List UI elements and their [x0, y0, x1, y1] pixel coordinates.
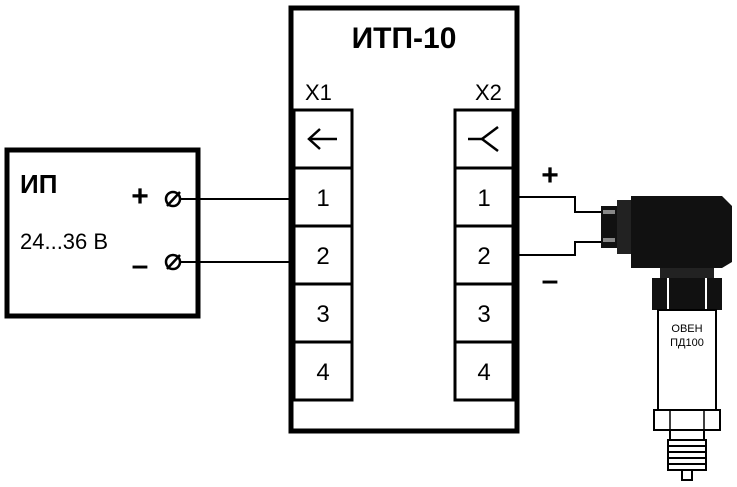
- wire-x2-1-to-sensor: [513, 196, 603, 213]
- pressure-sensor: ОВЕН ПД100: [601, 196, 732, 481]
- current-input-icon: [468, 126, 499, 152]
- terminal-x2-4-label: 4: [477, 359, 490, 386]
- power-supply-title: ИП: [20, 169, 57, 199]
- sensor-brand: ОВЕН: [671, 323, 702, 335]
- power-supply-plus-sign: +: [131, 180, 149, 213]
- sensor-lower-hex: [653, 409, 721, 431]
- converter-module: ИТП-10 X1 X2 1 2 3 4: [288, 5, 520, 434]
- sensor-cable-gland: [601, 206, 617, 248]
- sensor-minus-sign: –: [542, 264, 559, 297]
- terminal-x2-1-label: 1: [477, 185, 490, 212]
- terminal-x1-2: [292, 224, 354, 286]
- arrow-left-icon: [307, 128, 337, 150]
- power-supply-voltage: 24...36 В: [20, 229, 108, 254]
- terminal-x1-2-label: 2: [316, 243, 329, 270]
- sensor-plus-sign: +: [541, 159, 559, 192]
- terminal-x2-2-label: 2: [477, 243, 490, 270]
- sensor-thread: [667, 439, 707, 471]
- module-title: ИТП-10: [352, 22, 457, 55]
- connector-label-x1: X1: [305, 80, 332, 105]
- terminal-x1-4-label: 4: [316, 359, 329, 386]
- power-supply-housing: [4, 147, 201, 319]
- terminal-x1-3-label: 3: [316, 301, 329, 328]
- wires: [180, 196, 603, 263]
- sensor-body: [657, 309, 717, 411]
- sensor-connector-head: [631, 196, 732, 268]
- terminal-x2-3-label: 3: [477, 301, 490, 328]
- terminal-x1-1-label: 1: [316, 185, 329, 212]
- sensor-hex-nut: [652, 278, 722, 310]
- connector-label-x2: X2: [475, 80, 502, 105]
- terminal-x1-4: [292, 340, 354, 402]
- terminal-block-x1: [292, 108, 354, 402]
- terminal-block-x2: [453, 108, 515, 402]
- wire-x2-2-to-sensor: [513, 241, 603, 256]
- sensor-model: ПД100: [670, 337, 704, 349]
- power-supply-minus-sign: –: [132, 249, 149, 282]
- sensor-port: [681, 469, 693, 481]
- power-supply: ИП 24...36 В + –: [4, 147, 201, 319]
- terminal-x2-4: [453, 340, 515, 402]
